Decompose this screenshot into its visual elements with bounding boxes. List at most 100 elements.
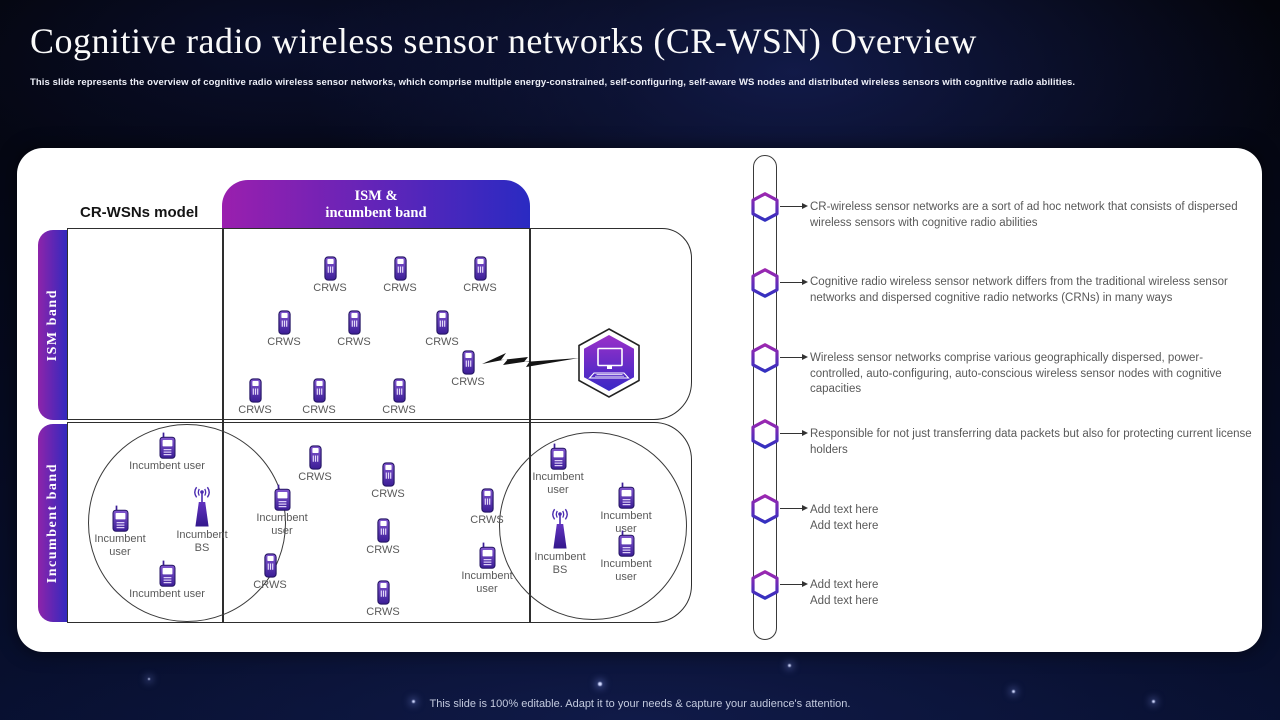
right-arrow-icon [780, 202, 808, 211]
page-title: Cognitive radio wireless sensor networks… [30, 21, 977, 61]
device-label: CRWS [382, 404, 416, 416]
incumbent-user-phone-icon [112, 505, 129, 532]
incumbent-user-phone-icon [159, 560, 176, 587]
bullet-text: Cognitive radio wireless sensor network … [810, 276, 1228, 304]
right-arrow-icon [780, 429, 808, 438]
bullet-text: Wireless sensor networks comprise variou… [810, 352, 1222, 395]
device-node: CRWS [439, 488, 535, 527]
device-node: Incumbent BS [154, 486, 250, 554]
device-node: CRWS [420, 350, 516, 389]
page-subtitle: This slide represents the overview of co… [30, 77, 1076, 88]
ism-band-rect [67, 228, 692, 420]
crws-phone-icon [481, 488, 494, 513]
device-node: Incumbent user [234, 484, 330, 537]
device-node: Incumbent user [72, 505, 168, 558]
base-station-icon [546, 508, 574, 550]
crws-phone-icon [382, 462, 395, 487]
city-light [598, 682, 602, 686]
device-node: Incumbent BS [512, 508, 608, 576]
incumbent-user-phone-icon [550, 443, 567, 470]
device-label: Incumbent user [532, 471, 584, 496]
device-label: CRWS [366, 544, 400, 556]
device-label: CRWS [238, 404, 272, 416]
city-light [412, 700, 415, 703]
incumbent-user-phone-icon [618, 530, 635, 557]
city-light [148, 678, 150, 680]
right-arrow-icon [780, 353, 808, 362]
device-label: CRWS [425, 336, 459, 348]
device-label: Incumbent user [600, 510, 652, 535]
device-node: Incumbent user [578, 482, 674, 535]
device-node: CRWS [282, 256, 378, 295]
device-node: CRWS [236, 310, 332, 349]
incumbent-user-phone-icon [618, 482, 635, 509]
base-station-icon [188, 486, 216, 528]
device-node: CRWS [352, 256, 448, 295]
device-node: CRWS [335, 518, 431, 557]
device-node: CRWS [267, 445, 363, 484]
column-divider-right [529, 228, 531, 623]
crws-phone-icon [309, 445, 322, 470]
device-label: CRWS [313, 282, 347, 294]
city-light [1152, 700, 1155, 703]
bullet-text: Add text here Add text here [810, 504, 879, 532]
device-label: CRWS [253, 579, 287, 591]
bullet-text: Add text here Add text here [810, 579, 879, 607]
device-label: CRWS [451, 376, 485, 388]
right-arrow-icon [780, 580, 808, 589]
device-node: CRWS [306, 310, 402, 349]
device-node: Incumbent user [119, 560, 215, 601]
device-label: CRWS [267, 336, 301, 348]
device-label: CRWS [383, 282, 417, 294]
device-node: Incumbent user [510, 443, 606, 496]
right-arrow-icon [780, 278, 808, 287]
bullet-text: Responsible for not just transferring da… [810, 428, 1252, 456]
crws-phone-icon [462, 350, 475, 375]
device-label: Incumbent user [256, 512, 308, 537]
device-label: CRWS [463, 282, 497, 294]
device-label: CRWS [470, 514, 504, 526]
hexagon-marker-icon [751, 419, 779, 449]
crws-phone-icon [377, 518, 390, 543]
device-node: CRWS [207, 378, 303, 417]
crws-phone-icon [474, 256, 487, 281]
crws-phone-icon [249, 378, 262, 403]
device-label: Incumbent user [129, 460, 205, 472]
computer-hub-icon [577, 328, 641, 398]
lightning-bolt-icon [482, 353, 579, 367]
timeline-track [753, 155, 777, 640]
crws-phone-icon [393, 378, 406, 403]
device-node: Incumbent user [578, 530, 674, 583]
device-label: Incumbent BS [176, 529, 228, 554]
crws-phone-icon [278, 310, 291, 335]
device-node: Incumbent user [119, 432, 215, 473]
model-label: CR-WSNs model [80, 204, 199, 221]
hexagon-marker-icon [751, 192, 779, 222]
incumbent-user-phone-icon [159, 432, 176, 459]
device-label: Incumbent BS [534, 551, 586, 576]
crws-phone-icon [377, 580, 390, 605]
incumbent-user-phone-icon [274, 484, 291, 511]
device-label: CRWS [302, 404, 336, 416]
incumbent-user-phone-icon [479, 542, 496, 569]
device-label: Incumbent user [461, 570, 513, 595]
device-label: CRWS [371, 488, 405, 500]
coverage-circle-right [499, 432, 687, 620]
hexagon-marker-icon [751, 570, 779, 600]
device-label: Incumbent user [94, 533, 146, 558]
device-node: Incumbent user [439, 542, 535, 595]
footer-note: This slide is 100% editable. Adapt it to… [429, 698, 851, 710]
device-node: CRWS [222, 553, 318, 592]
device-node: CRWS [271, 378, 367, 417]
device-label: Incumbent user [600, 558, 652, 583]
crws-phone-icon [348, 310, 361, 335]
crws-phone-icon [313, 378, 326, 403]
band-header-tab: ISM & incumbent band [222, 180, 530, 230]
device-node: CRWS [432, 256, 528, 295]
crws-phone-icon [264, 553, 277, 578]
ism-band-label: ISM band [38, 230, 67, 420]
coverage-circle-left [88, 424, 286, 622]
right-arrow-icon [780, 504, 808, 513]
device-node: CRWS [335, 580, 431, 619]
